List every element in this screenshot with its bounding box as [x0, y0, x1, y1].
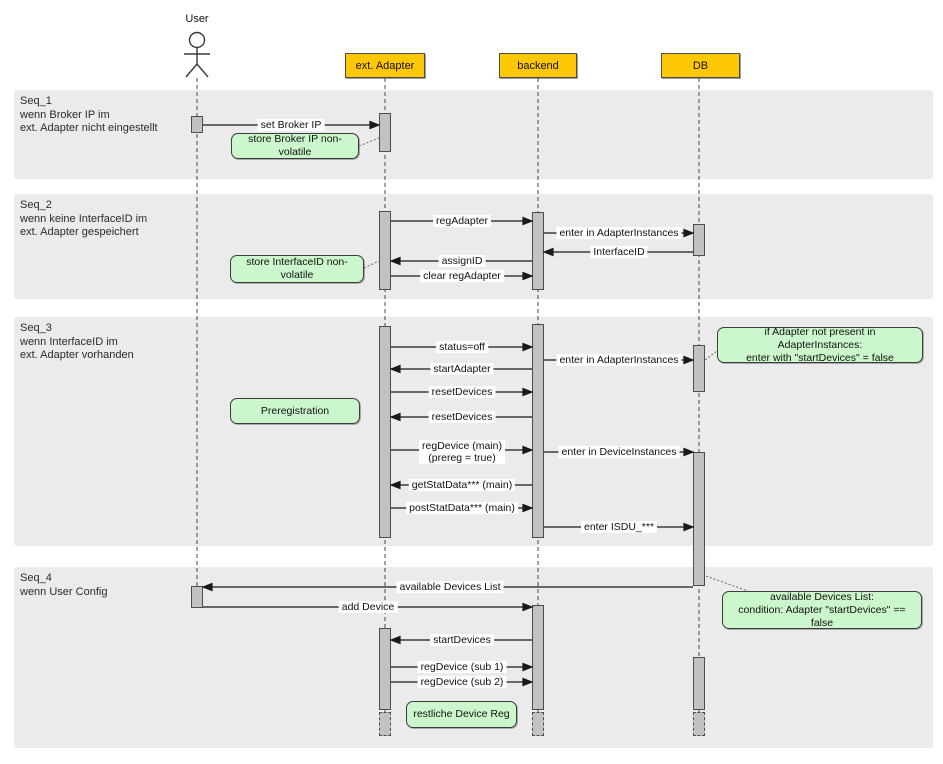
activation-backend-seq2: [532, 212, 544, 290]
activation-backend-seq3: [532, 324, 544, 538]
note-connector-store-broker-ip: [358, 137, 380, 147]
message-label-post-stat-data: postStatData*** (main): [406, 502, 518, 514]
note-store-broker-ip: store Broker IP non-volatile: [231, 133, 359, 159]
message-label-reg-adapter: regAdapter: [433, 215, 491, 227]
activation-user-seq4: [191, 586, 203, 608]
activation-adapter-continuation: [379, 712, 391, 736]
message-label-enter-adapter-instances-1: enter in AdapterInstances: [556, 227, 682, 239]
activation-adapter-seq4: [379, 628, 391, 710]
section-title-seq4: Seq_4: [20, 572, 52, 584]
note-available-devices-condition: available Devices List: condition: Adapt…: [722, 591, 922, 629]
message-label-start-adapter: startAdapter: [430, 363, 494, 375]
note-restliche-device-reg: restliche Device Reg: [406, 701, 517, 728]
activation-db-seq4: [693, 657, 705, 710]
section-desc-seq1: wenn Broker IP im ext. Adapter nicht ein…: [20, 108, 158, 135]
activation-db-continuation: [693, 712, 705, 736]
section-desc-seq3: wenn InterfaceID im ext. Adapter vorhand…: [20, 335, 134, 362]
message-label-set-broker-ip: set Broker IP: [257, 119, 325, 131]
message-label-reg-device-main: regDevice (main) (prereg = true): [419, 440, 505, 464]
note-connector-if-adapter-not-present: [704, 350, 718, 361]
section-label-seq1: Seq_1 wenn Broker IP im ext. Adapter nic…: [20, 95, 158, 136]
activation-db-seq3a: [693, 345, 705, 392]
participant-box-ext-adapter: ext. Adapter: [345, 53, 425, 78]
section-band-seq1: [14, 90, 933, 179]
message-label-available-devices-list: available Devices List: [396, 581, 504, 593]
message-label-enter-isdu: enter ISDU_***: [580, 521, 658, 533]
participant-box-db: DB: [661, 53, 740, 78]
note-connector-available-devices: [705, 575, 749, 592]
message-label-start-devices: startDevices: [430, 634, 494, 646]
activation-adapter-seq3: [379, 326, 391, 538]
message-label-reg-device-sub1: regDevice (sub 1): [417, 661, 507, 673]
activation-db-seq2: [693, 224, 705, 256]
participant-box-backend: backend: [499, 53, 577, 78]
message-label-reg-device-sub2: regDevice (sub 2): [417, 676, 507, 688]
message-label-reset-devices-1: resetDevices: [428, 386, 496, 398]
message-label-assign-id: assignID: [438, 255, 486, 267]
message-label-add-device: add Device: [338, 601, 398, 613]
note-store-interface-id: store InterfaceID non-volatile: [230, 255, 364, 283]
note-if-adapter-not-present: if Adapter not present in AdapterInstanc…: [717, 326, 923, 364]
message-label-clear-reg-adapter: clear regAdapter: [420, 270, 504, 282]
message-label-enter-device-instances: enter in DeviceInstances: [558, 446, 680, 458]
message-label-enter-adapter-instances-2: enter in AdapterInstances: [556, 354, 682, 366]
section-label-seq2: Seq_2 wenn keine InterfaceID im ext. Ada…: [20, 199, 147, 240]
section-title-seq2: Seq_2: [20, 199, 52, 211]
activation-db-seq3b: [693, 452, 705, 586]
message-label-get-stat-data: getStatData*** (main): [408, 479, 516, 491]
section-label-seq4: Seq_4 wenn User Config: [20, 572, 107, 599]
section-label-seq3: Seq_3 wenn InterfaceID im ext. Adapter v…: [20, 322, 134, 363]
participant-label-user: User: [185, 13, 209, 25]
message-label-interface-id: InterfaceID: [590, 246, 648, 258]
message-label-reset-devices-2: resetDevices: [428, 411, 496, 423]
activation-adapter-seq2: [379, 211, 391, 290]
section-title-seq3: Seq_3: [20, 322, 52, 334]
note-preregistration: Preregistration: [230, 398, 360, 424]
note-connector-store-interface-id: [363, 260, 380, 269]
section-desc-seq2: wenn keine InterfaceID im ext. Adapter g…: [20, 212, 148, 239]
message-label-status-off: status=off: [436, 341, 488, 353]
activation-backend-continuation: [532, 712, 544, 736]
section-title-seq1: Seq_1: [20, 95, 52, 107]
section-desc-seq4: wenn User Config: [20, 585, 108, 598]
activation-backend-seq4: [532, 605, 544, 710]
activation-user-seq1: [191, 116, 203, 133]
activation-adapter-seq1: [379, 113, 391, 152]
